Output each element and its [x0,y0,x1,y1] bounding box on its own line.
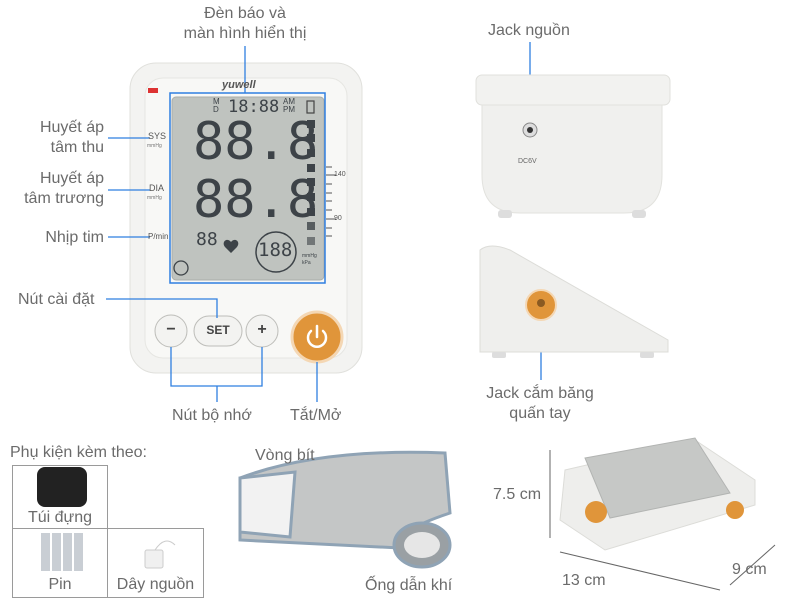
panel-sys-unit: mmHg [147,143,162,149]
accessory-label: Dây nguồn [116,576,195,593]
label-power-jack: Jack nguồn [488,22,570,39]
label-pulse: Nhịp tim [45,229,104,246]
label-cuff: Vòng bít [255,447,315,464]
lcd-time: 18:88 [228,97,280,117]
heart-icon [223,239,239,253]
lcd-pulse: 188 [258,239,293,261]
label-cuff-jack-line2: quấn tay [509,405,571,422]
label-height: 7.5 cm [493,486,542,503]
label-dia: Huyết áp tâm trương [0,169,104,209]
plus-button[interactable]: + [257,321,267,338]
label-dia-line1: Huyết áp [39,170,104,187]
lcd-dia: 88.8 [193,170,319,230]
label-sys-line1: Huyết áp [39,119,104,136]
device-perspective [549,437,776,591]
label-memory-buttons: Nút bộ nhớ [172,407,252,424]
device-side [479,245,669,358]
accessory-label: Túi đựng [27,509,93,526]
panel-pulse: P/min [148,232,169,241]
scale-90: 90 [334,215,342,222]
adapter-icon [144,540,176,569]
label-depth: 9 cm [732,561,767,578]
power-button[interactable] [292,312,342,362]
label-width: 13 cm [562,572,606,589]
accessory-label: Pin [48,576,72,593]
label-air-tube: Ống dẫn khí [365,577,453,594]
accessory-battery: Pin [12,528,108,598]
panel-dia-unit: mmHg [147,195,162,201]
label-display: Đèn báo và màn hình hiển thị [160,4,330,44]
cuff [238,450,452,569]
label-display-line1: Đèn báo và [204,5,286,22]
scale-140: 140 [334,171,346,178]
brand-logo: yuwell [222,79,256,91]
panel-sys: SYS [148,131,167,141]
power-icon [306,329,328,348]
device-front [129,62,363,374]
lcd-md: M D [213,97,220,114]
label-display-line2: màn hình hiển thị [183,25,307,42]
lcd-ampm: AM PM [283,97,295,114]
set-button[interactable]: SET [206,323,230,337]
label-cuff-jack-line1: Jack cắm băng [486,385,594,402]
label-cuff-jack: Jack cắm băng quấn tay [470,384,610,424]
lcd-memory: 88 [196,229,218,250]
device-back [475,74,671,218]
accessories-title: Phụ kiện kèm theo: [10,444,147,461]
label-dia-line2: tâm trương [24,190,104,207]
minus-button[interactable]: − [166,321,176,338]
accessory-adapter: Dây nguồn [107,528,204,598]
label-sys-line2: tâm thu [50,139,104,156]
panel-dia: DIA [149,183,165,193]
jack-label: DC6V [518,158,537,165]
label-power: Tắt/Mở [290,407,342,424]
lcd-units: mmHg kPa [302,253,317,266]
case-icon [37,467,87,507]
accessory-case: Túi đựng [12,465,108,529]
label-set-button: Nút cài đặt [18,291,95,308]
lcd-sys: 88.8 [193,112,319,172]
battery-icon [41,533,83,571]
label-sys: Huyết áp tâm thu [0,118,104,158]
